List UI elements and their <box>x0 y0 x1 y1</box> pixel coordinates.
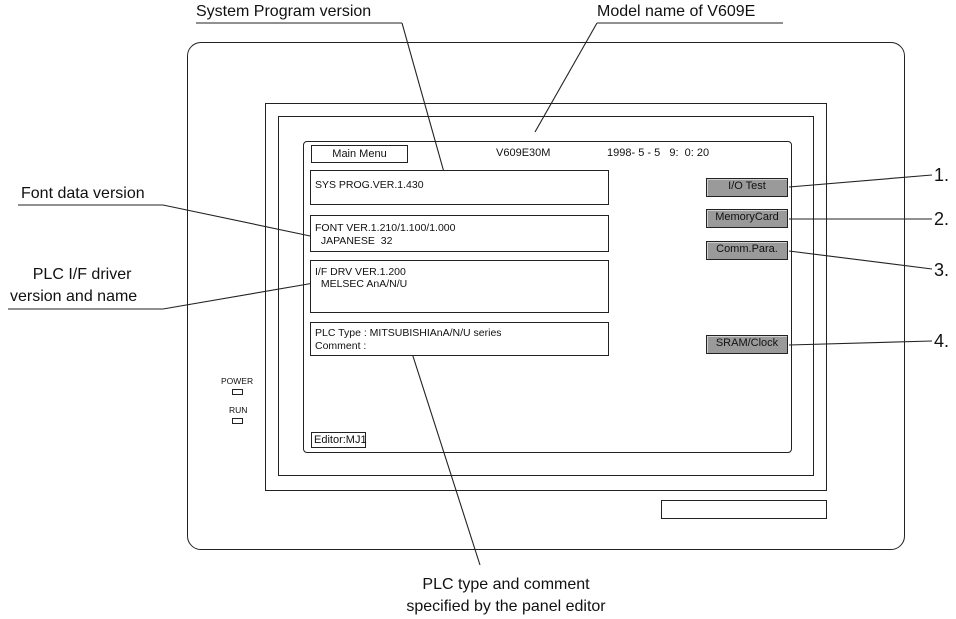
if-driver-version: I/F DRV VER.1.200 <box>315 266 406 278</box>
plc-if-driver-line1: PLC I/F driver <box>32 266 132 283</box>
plc-type-line1: PLC type and comment <box>422 576 590 593</box>
comm-para-button[interactable]: Comm.Para. <box>706 241 788 260</box>
sys-prog-version: SYS PROG.VER.1.430 <box>315 179 424 191</box>
io-test-button[interactable]: I/O Test <box>706 178 788 197</box>
main-menu-title: Main Menu <box>311 145 408 163</box>
sys-prog-box: SYS PROG.VER.1.430 <box>310 170 609 205</box>
plc-if-driver-callout: PLC I/F driver version and name <box>10 264 137 308</box>
font-language: JAPANESE 32 <box>315 235 393 247</box>
plc-comment: Comment : <box>315 340 367 352</box>
power-label: POWER <box>221 376 254 386</box>
font-version: FONT VER.1.210/1.100/1.000 <box>315 222 456 234</box>
run-label: RUN <box>229 405 248 415</box>
if-driver-box: I/F DRV VER.1.200 MELSEC AnA/N/U <box>310 260 609 313</box>
model-name-callout: Model name of V609E <box>597 3 756 20</box>
callout-number-2: 2. <box>934 209 950 229</box>
main-menu-screen <box>303 141 792 453</box>
font-data-callout: Font data version <box>21 185 145 202</box>
callout-number-3: 3. <box>934 260 950 280</box>
panel-bezel <box>187 42 905 550</box>
editor-label: Editor:MJ1 <box>311 432 367 448</box>
font-box: FONT VER.1.210/1.100/1.000 JAPANESE 32 <box>310 215 609 252</box>
plc-type-line2: specified by the panel editor <box>406 598 606 615</box>
run-led <box>232 418 243 424</box>
display-outer-frame <box>265 103 827 491</box>
plc-type-callout: PLC type and comment specified by the pa… <box>381 574 631 618</box>
plc-type-box: PLC Type : MITSUBISHIAnA/N/U series Comm… <box>310 322 609 356</box>
display-inner-frame <box>278 116 814 476</box>
nameplate-slot <box>661 500 827 519</box>
model-name: V609E30M <box>496 147 551 159</box>
plc-type: PLC Type : MITSUBISHIAnA/N/U series <box>315 327 502 339</box>
power-led <box>232 389 243 395</box>
callout-number-4: 4. <box>934 331 950 351</box>
if-driver-name: MELSEC AnA/N/U <box>315 278 408 290</box>
sram-clock-button[interactable]: SRAM/Clock <box>706 335 788 354</box>
plc-if-driver-line2: version and name <box>10 288 138 305</box>
memory-card-button[interactable]: MemoryCard <box>706 209 788 228</box>
callout-number-1: 1. <box>934 165 950 185</box>
date-time: 1998- 5 - 5 9: 0: 20 <box>607 147 710 159</box>
system-program-callout: System Program version <box>196 3 372 20</box>
